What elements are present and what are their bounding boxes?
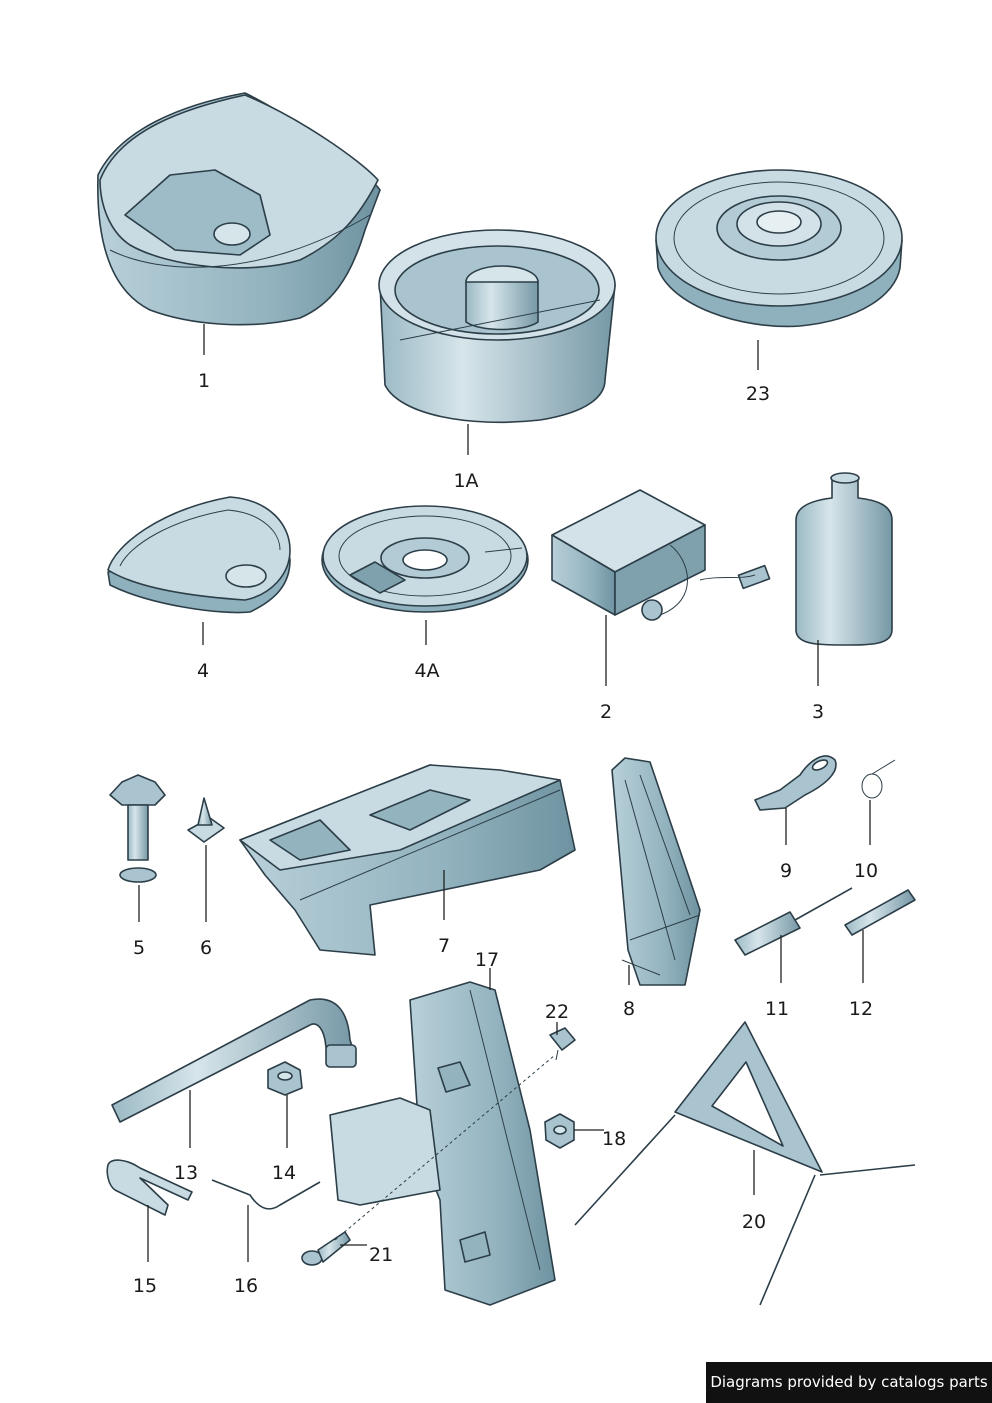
part-4-tray — [107, 496, 291, 614]
callout-4: 4 — [197, 660, 209, 682]
part-17-bracket — [329, 981, 556, 1306]
callout-18: 18 — [602, 1128, 626, 1150]
part-6-clip — [187, 797, 225, 843]
callout-8: 8 — [623, 998, 635, 1020]
part-21-screw — [301, 1231, 351, 1266]
part-7-tool-tray — [239, 764, 576, 956]
callout-6: 6 — [200, 937, 212, 959]
callout-17: 17 — [475, 949, 499, 971]
callout-1: 1 — [198, 370, 210, 392]
part-11-screwdriver — [734, 887, 853, 956]
callout-20: 20 — [742, 1211, 766, 1233]
part-12-pin — [844, 889, 916, 936]
part-16-hook-rod — [211, 1179, 321, 1210]
part-3-sealant-bottle — [795, 472, 893, 646]
callout-4a: 4A — [414, 660, 439, 682]
part-22-clip — [549, 1027, 576, 1061]
part-13-wheel-wrench — [111, 998, 357, 1123]
part-5-wing-bolt — [109, 774, 166, 883]
part-14-hex-nut — [267, 1061, 303, 1096]
part-1a-cylindrical-insert — [378, 229, 616, 424]
part-9-towing-eye — [754, 755, 837, 811]
callout-15: 15 — [133, 1275, 157, 1297]
part-4a-disc — [321, 505, 529, 613]
callout-10: 10 — [854, 860, 878, 882]
callout-23: 23 — [746, 383, 770, 405]
part-2-compressor — [551, 489, 771, 621]
callout-9: 9 — [780, 860, 792, 882]
part-20-warning-triangle — [574, 1021, 916, 1306]
callout-5: 5 — [133, 937, 145, 959]
part-10-retaining-clip — [861, 759, 896, 799]
part-1-spare-wheel-well — [97, 92, 381, 326]
callout-11: 11 — [765, 998, 789, 1020]
callout-7: 7 — [438, 935, 450, 957]
part-15-strap — [106, 1159, 193, 1216]
callout-3: 3 — [812, 701, 824, 723]
part-18-nut — [544, 1113, 575, 1149]
callout-13: 13 — [174, 1162, 198, 1184]
callout-21: 21 — [369, 1244, 393, 1266]
callout-16: 16 — [234, 1275, 258, 1297]
callout-1a: 1A — [453, 470, 478, 492]
part-23-wheel-cover — [655, 169, 903, 328]
callout-22: 22 — [545, 1001, 569, 1023]
footer-credit: Diagrams provided by catalogs parts — [706, 1362, 992, 1403]
part-8-jack — [611, 757, 701, 986]
callout-14: 14 — [272, 1162, 296, 1184]
callout-2: 2 — [600, 701, 612, 723]
callout-12: 12 — [849, 998, 873, 1020]
